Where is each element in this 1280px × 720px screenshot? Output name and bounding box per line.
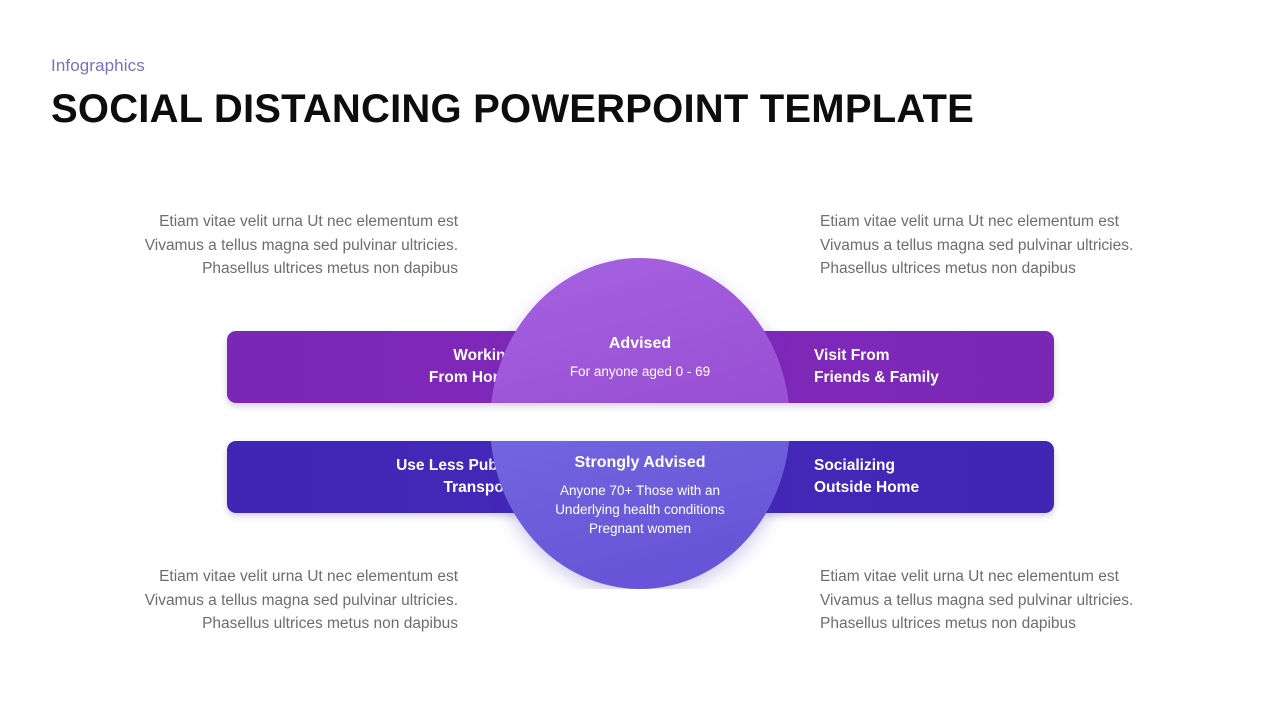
paragraph-top-right: Etiam vitae velit urna Ut nec elementum …: [820, 213, 1134, 277]
eyebrow-label: Infographics: [51, 56, 145, 75]
circle-strongly-advised-subtitle-line2: Underlying health conditions: [555, 502, 725, 517]
circle-strongly-advised-subtitle: Anyone 70+ Those with an Underlying heal…: [490, 481, 790, 538]
circle-advised-title: Advised: [608, 335, 672, 352]
circle-advised[interactable]: [490, 258, 790, 403]
circle-strongly-advised-subtitle-line1: Anyone 70+ Those with an: [560, 483, 720, 498]
page-title: SOCIAL DISTANCING POWERPOINT TEMPLATE: [51, 87, 974, 132]
bar-strongly-advised-left-label: Use Less Public Transport: [227, 441, 515, 513]
slide-header: Infographics SOCIAL DISTANCING POWERPOIN…: [51, 56, 1151, 130]
circle-advised-subtitle: For anyone aged 0 - 69: [490, 362, 790, 381]
bar-advised-left-label: Working From Home: [227, 331, 515, 403]
bar-strongly-advised-left-label-line1: Use Less Public: [396, 456, 515, 474]
bar-advised-right-label-line2: Friends & Family: [814, 369, 939, 386]
bar-strongly-advised-right-label-line2: Outside Home: [814, 479, 920, 496]
circle-advised-subtitle-line1: For anyone aged 0 - 69: [569, 364, 711, 379]
bar-advised-left-label-line1: Working: [453, 346, 515, 364]
circle-strongly-advised-subtitle-line3: Pregnant women: [588, 521, 692, 536]
bar-advised-right-label-line1: Visit From: [814, 346, 890, 364]
circle-advised-text: Advised For anyone aged 0 - 69: [490, 333, 790, 381]
circle-strongly-advised[interactable]: [490, 441, 790, 589]
bar-strongly-advised-right-label-line1: Socializing: [814, 456, 895, 474]
paragraph-bottom-left: Etiam vitae velit urna Ut nec elementum …: [144, 568, 458, 632]
bar-advised-right-label: Visit From Friends & Family: [814, 331, 1054, 403]
bar-strongly-advised-left-label-line2: Transport: [443, 479, 515, 496]
circle-strongly-advised-title: Strongly Advised: [574, 454, 706, 471]
circle-advised-shape: [490, 258, 790, 403]
bar-advised-left-label-line2: From Home: [428, 369, 515, 386]
paragraph-top-left: Etiam vitae velit urna Ut nec elementum …: [144, 213, 458, 277]
paragraph-bottom-right: Etiam vitae velit urna Ut nec elementum …: [820, 568, 1134, 632]
bar-strongly-advised-right-label: Socializing Outside Home: [814, 441, 1054, 513]
circle-strongly-advised-text: Strongly Advised Anyone 70+ Those with a…: [490, 452, 790, 538]
